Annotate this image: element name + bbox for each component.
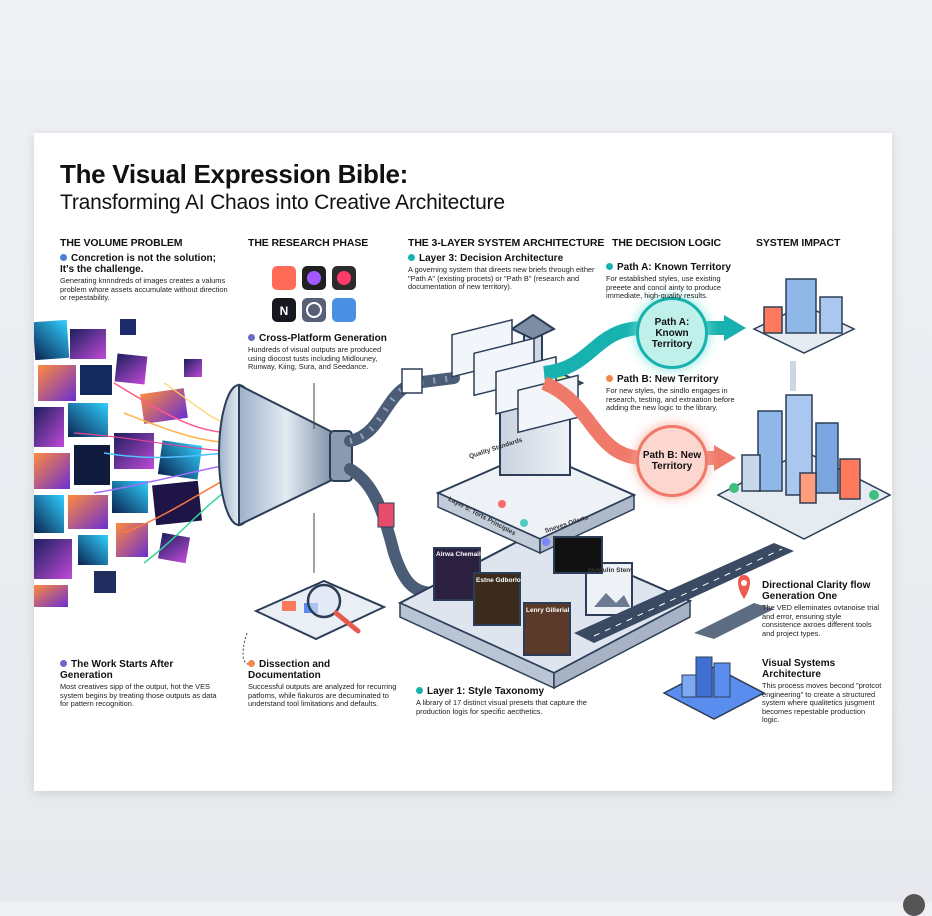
image-card-label: Lenry Gillerial (526, 607, 570, 614)
bullet-dot (606, 375, 613, 382)
note-path-b: Path B: New Territory For new styles, th… (606, 374, 746, 413)
new-territory-city (716, 394, 892, 540)
note-heading: Dissection and Documentation (248, 659, 331, 681)
magnifier-tablet (253, 579, 387, 641)
note-visual-systems: Visual Systems Architecture This process… (762, 658, 882, 725)
column-heading-architecture: THE 3-LAYER SYSTEM ARCHITECTURE (408, 237, 605, 249)
column-heading-impact: SYSTEM IMPACT (756, 237, 841, 249)
tool-icons: N (272, 266, 356, 322)
path-a-bubble: Path A: Known Territory (636, 297, 708, 369)
note-heading: Concretion is not the solution; It's the… (60, 253, 216, 275)
note-heading: Cross-Platform Generation (259, 333, 387, 344)
illustration-layer: N (34, 266, 892, 720)
path-b-bubble: Path B: New Territory (636, 425, 708, 497)
note-path-a: Path A: Known Territory For established … (606, 262, 746, 301)
column-heading-volume: THE VOLUME PROBLEM (60, 237, 183, 249)
page-title: The Visual Expression Bible: (60, 159, 409, 189)
note-heading: Visual Systems Architecture (762, 658, 836, 680)
bullet-dot (60, 660, 67, 667)
note-body: For established styles, use existing pre… (606, 274, 722, 300)
note-heading: The Work Starts After Generation (60, 659, 174, 681)
note-dissection: Dissection and Documentation Successful … (248, 659, 398, 709)
note-heading: Path B: New Territory (617, 374, 719, 385)
central-building (397, 313, 693, 690)
bullet-dot (408, 254, 415, 261)
note-heading: Path A: Known Territory (617, 262, 731, 273)
note-body: The VED elleminates ovtanoise trial and … (762, 603, 880, 638)
note-body: Successful outputs are analyzed for recu… (248, 682, 397, 708)
note-body: Hundreds of visual outputs are produced … (248, 345, 382, 371)
image-card-label: Alrwa Chemaile (436, 551, 485, 558)
image-card-label: Mvloulin Stent (588, 567, 633, 574)
bullet-dot (60, 254, 67, 261)
image-collage (34, 319, 245, 607)
note-work-starts: The Work Starts After Generation Most cr… (60, 659, 220, 709)
column-heading-decision: THE DECISION LOGIC (612, 237, 722, 249)
svg-text:N: N (280, 304, 289, 318)
note-body: A governing system that direets new brie… (408, 265, 595, 291)
note-heading: Layer 1: Style Taxonomy (427, 686, 545, 697)
note-body: Generating knnndreds of images creates a… (60, 276, 228, 302)
note-directional: Directional Clarity flow Generation One … (762, 580, 880, 638)
note-layer-3: Layer 3: Decision Architecture A governi… (408, 253, 608, 292)
note-body: This process moves becond "protcot engin… (762, 681, 882, 724)
image-card-label: Estne Gdborlo (476, 577, 521, 584)
page-subtitle: Transforming AI Chaos into Creative Arch… (60, 191, 505, 214)
note-body: For new styles, the sindlo engages in re… (606, 386, 735, 412)
note-body: A library of 17 distinct visual presets … (416, 698, 587, 716)
bullet-dot (416, 687, 423, 694)
bullet-dot (248, 660, 255, 667)
note-heading: Directional Clarity flow Generation One (762, 580, 871, 602)
note-concretion: Concretion is not the solution; It's the… (60, 253, 232, 303)
column-heading-research: THE RESEARCH PHASE (248, 237, 369, 249)
bullet-dot (606, 263, 613, 270)
note-body: Most creatives sipp of the output, hot t… (60, 682, 217, 708)
funnel-graphic (218, 383, 353, 527)
infographic-card: The Visual Expression Bible: Transformin… (34, 133, 892, 791)
visual-systems-building (662, 656, 766, 720)
corner-indicator (903, 894, 925, 916)
known-territory-city (752, 278, 856, 354)
location-pin-icon (694, 575, 774, 639)
note-heading: Layer 3: Decision Architecture (419, 253, 564, 264)
bullet-dot (248, 334, 255, 341)
note-cross-platform: Cross-Platform Generation Hundreds of vi… (248, 333, 396, 372)
note-layer-1: Layer 1: Style Taxonomy A library of 17 … (416, 686, 616, 716)
